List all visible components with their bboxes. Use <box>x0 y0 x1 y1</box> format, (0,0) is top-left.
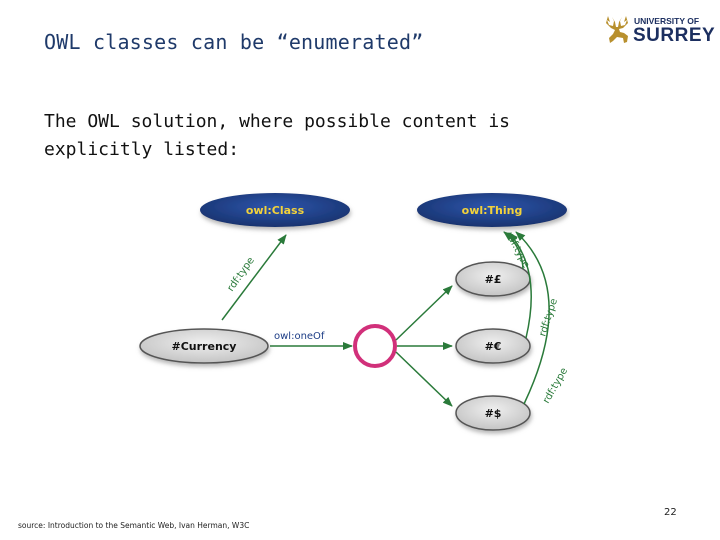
edge-label-rdftype-dollar: rdf:type <box>541 366 570 405</box>
stag-icon <box>606 16 628 43</box>
node-pound-label: #£ <box>485 273 502 286</box>
node-dollar-label: #$ <box>485 407 502 420</box>
node-owl-thing: owl:Thing <box>417 193 567 227</box>
blank-node <box>353 324 397 368</box>
node-owl-class: owl:Class <box>200 193 350 227</box>
edge-label-oneof: owl:oneOf <box>274 331 325 342</box>
edge-label-rdftype-class: rdf:type <box>225 255 256 293</box>
edge-pound-to-thing <box>503 231 524 270</box>
edge-dollar-to-thing <box>515 231 550 405</box>
node-owl-class-label: owl:Class <box>246 204 305 217</box>
university-logo: UNIVERSITY OF SURREY <box>602 14 715 50</box>
node-euro: #€ <box>455 328 531 364</box>
edge-blank-to-pound <box>395 285 453 341</box>
edge-currency-to-class <box>221 234 287 321</box>
owl-enumeration-diagram: owl:Class owl:Thing #£ #€ #$ #Currency r… <box>139 193 570 431</box>
slide-title: OWL classes can be “enumerated” <box>44 30 424 54</box>
logo-line1: UNIVERSITY OF <box>634 16 700 26</box>
node-euro-label: #€ <box>485 340 502 353</box>
node-dollar: #$ <box>455 395 531 431</box>
source-citation: source: Introduction to the Semantic Web… <box>18 521 250 530</box>
body-text: The OWL solution, where possible content… <box>44 111 510 160</box>
node-owl-thing-label: owl:Thing <box>462 204 523 217</box>
edge-euro-to-thing <box>508 232 532 339</box>
edge-label-rdftype-euro: rdf:type <box>537 297 560 338</box>
page-number: 22 <box>664 507 677 518</box>
node-currency: #Currency <box>139 328 269 364</box>
edge-blank-to-dollar <box>395 351 453 407</box>
node-pound: #£ <box>455 261 531 297</box>
logo-line2: SURREY <box>633 25 716 46</box>
node-currency-label: #Currency <box>172 340 237 353</box>
